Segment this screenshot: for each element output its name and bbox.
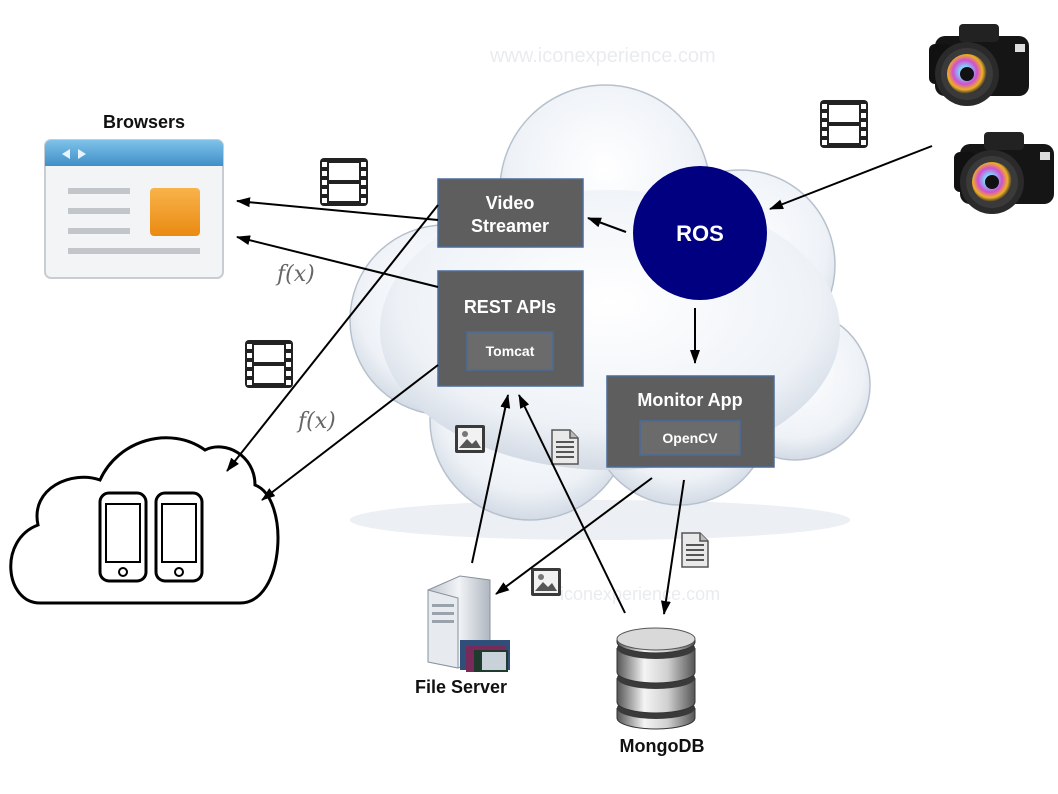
tomcat-label: Tomcat (486, 343, 535, 359)
smartphone-icon (154, 491, 204, 583)
opencv-box (639, 420, 741, 456)
function-label-1: f(x) (275, 262, 315, 287)
ros-label: ROS (676, 221, 724, 246)
central-cloud (349, 84, 871, 540)
video-streamer-line2: Streamer (471, 216, 549, 236)
opencv-label: OpenCV (662, 430, 718, 446)
arrow-rest-to-browser (236, 235, 439, 288)
file-server-label: File Server (415, 677, 507, 697)
monitor-app-box: Monitor App OpenCV (606, 375, 775, 468)
ros-node: ROS (633, 166, 767, 300)
rest-apis-title: REST APIs (464, 297, 556, 317)
mongodb-label: MongoDB (620, 736, 705, 756)
document-icon (551, 429, 579, 465)
server-icon (427, 575, 510, 672)
image-icon (531, 568, 561, 596)
arrow-monitor-to-mongodb (660, 479, 685, 615)
browser-window-icon (44, 139, 224, 279)
database-icon (616, 627, 696, 730)
function-label-2: f(x) (296, 409, 336, 434)
film-strip-icon (245, 340, 293, 388)
video-streamer-line1: Video (486, 193, 535, 213)
connection-arrows (226, 145, 933, 615)
arrow-monitor-to-fileserver (495, 477, 653, 595)
arrow-streamer-to-browser (236, 197, 439, 221)
watermark-top: www.iconexperience.com (489, 45, 716, 67)
arrow-streamer-to-mobile (226, 204, 439, 472)
film-strip-icon (820, 100, 868, 148)
arrow-fileserver-to-rest (471, 394, 511, 564)
video-streamer-box: Video Streamer (437, 178, 584, 248)
rest-apis-box: REST APIs Tomcat (437, 270, 584, 387)
camera-icon (929, 24, 1029, 106)
arrow-camera-to-ros (769, 145, 933, 210)
tomcat-box (466, 331, 554, 371)
film-strip-icon (320, 158, 368, 206)
camera-icon (954, 132, 1054, 214)
arrow-mongodb-to-rest (518, 394, 626, 614)
watermark-bottom: iconexperience.com (560, 584, 720, 604)
image-icon (455, 425, 485, 453)
arrow-rest-to-mobile (261, 364, 439, 501)
monitor-app-title: Monitor App (637, 390, 742, 410)
smartphone-icon (98, 491, 148, 583)
document-icon (681, 532, 709, 568)
browsers-label: Browsers (103, 112, 185, 132)
arrow-ros-to-video-streamer (587, 217, 627, 233)
